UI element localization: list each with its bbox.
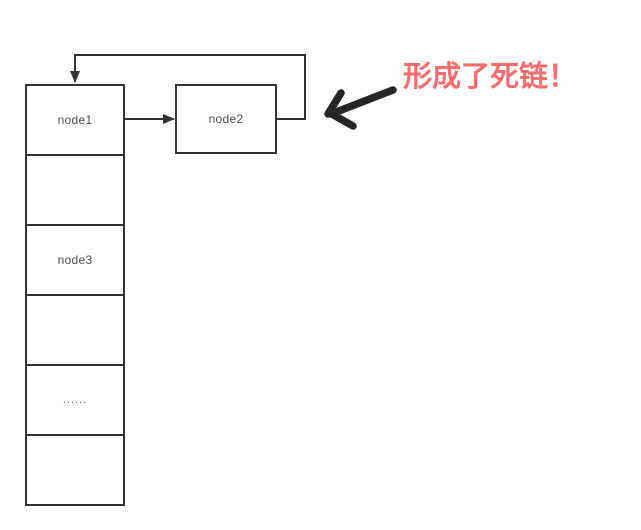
- list-cell-empty-3: [25, 434, 125, 506]
- node2-label: node2: [208, 112, 244, 126]
- cell-label: node1: [57, 113, 93, 127]
- cell-label: node3: [57, 253, 93, 267]
- list-cell-empty-1: [25, 154, 125, 226]
- list-cell-node3: node3: [25, 224, 125, 296]
- list-cell-empty-2: [25, 294, 125, 366]
- list-cell-node1: node1: [25, 84, 125, 156]
- annotation-arrow: [324, 86, 397, 130]
- node2-box: node2: [175, 84, 277, 154]
- list-cell-ellipsis: ......: [25, 364, 125, 436]
- dead-link-annotation: 形成了死链！: [403, 61, 578, 93]
- cell-label: ......: [62, 394, 88, 406]
